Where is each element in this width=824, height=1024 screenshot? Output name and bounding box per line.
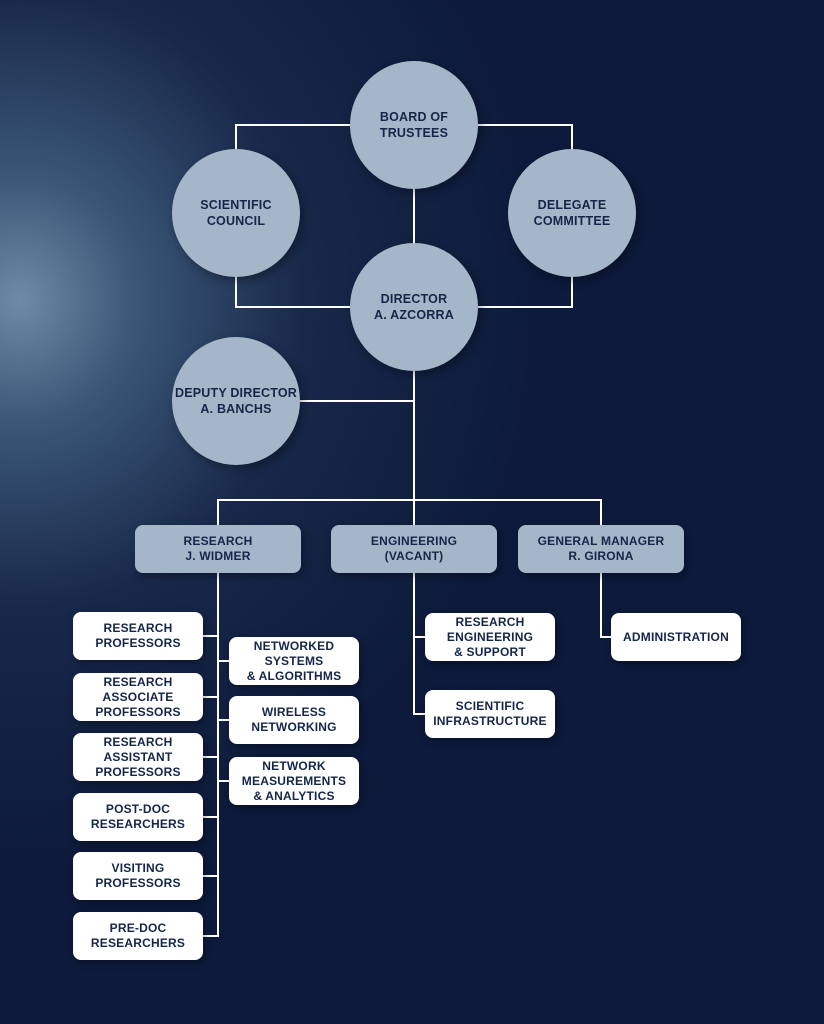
networked-systems-label-line: SYSTEMS [264,653,324,668]
research-professors-label-line: PROFESSORS [95,636,181,650]
delegate-committee-circle: DELEGATE COMMITTEE [508,149,636,277]
network-measurements-label-line: MEASUREMENTS [241,773,347,788]
research-engineering-support-label-line: & SUPPORT [454,644,526,659]
engineering-label-line: ENGINEERING [370,534,458,548]
scientific-council-label-line: COUNCIL [206,214,266,228]
connector-director-to-research [217,499,414,525]
research-assistant-professors-label-line: RESEARCH [103,734,173,749]
director-label-line: DIRECTOR [380,292,448,306]
administration-box: ADMINISTRATION [611,613,741,661]
board-label-line: TRUSTEES [379,126,449,140]
pre-doc-researchers-label-line: RESEARCHERS [90,936,186,950]
research-associate-professors-label-line: RESEARCH [103,674,173,689]
post-doc-researchers-label-line: POST-DOC [105,802,171,816]
visiting-professors-label-line: VISITING [111,861,165,875]
research-engineering-support-label-line: ENGINEERING [446,629,534,644]
research-label-line: RESEARCH [183,534,253,548]
post-doc-researchers-label-line: RESEARCHERS [90,817,186,831]
board-circle: BOARD OF TRUSTEES [350,61,478,189]
scientific-infrastructure-label-line: INFRASTRUCTURE [433,714,547,728]
connector-scientific-council-to-director [235,277,350,308]
research-engineering-support-label-line: RESEARCH [455,614,525,629]
research-label-line: J. WIDMER [185,549,251,563]
deputy-director-label-line: DEPUTY DIRECTOR [174,386,297,400]
research-assistant-professors-label-line: ASSISTANT [103,749,173,764]
wireless-networking-label-line: WIRELESS [261,705,327,719]
research-associate-professors-label-line: ASSOCIATE [102,689,174,704]
general-manager-label-line: R. GIRONA [568,549,634,563]
deputy-director-circle: DEPUTY DIRECTOR A. BANCHS [172,337,300,465]
research-assistant-professors-label-line: PROFESSORS [95,764,181,779]
director-circle: DIRECTOR A. AZCORRA [350,243,478,371]
connector-board-to-scientific-council [235,124,350,149]
wireless-networking-label-line: NETWORKING [251,720,337,734]
connector-board-to-delegate-committee [478,124,573,149]
connector-research-to-pre-doc-researchers [203,573,219,937]
visiting-professors-label-line: PROFESSORS [95,876,181,890]
board-label-line: BOARD OF [379,110,449,124]
engineering-unit: ENGINEERING(VACANT) [331,525,497,573]
engineering-label-line: (VACANT) [384,549,444,563]
delegate-committee-label-line: COMMITTEE [533,214,611,228]
scientific-council-circle: SCIENTIFIC COUNCIL [172,149,300,277]
research-associate-professors-label-line: PROFESSORS [95,704,181,719]
deputy-director-label-line: A. BANCHS [200,402,272,416]
director-label-line: A. AZCORRA [373,308,454,322]
network-measurements-label-line: & ANALYTICS [253,788,335,803]
network-measurements-label-line: NETWORK [262,758,326,773]
scientific-infrastructure-label-line: SCIENTIFIC [455,699,525,713]
scientific-council-label-line: SCIENTIFIC [200,198,272,212]
networked-systems-label-line: NETWORKED [253,638,335,653]
delegate-committee-label-line: DELEGATE [537,198,607,212]
administration-label-line: ADMINISTRATION [623,629,729,644]
networked-systems-label-line: & ALGORITHMS [246,668,342,683]
connector-director-to-general-manager [414,499,602,525]
connector-engineering-to-scientific-infrastructure [413,573,425,715]
connector-director-to-deputy-director [300,371,415,402]
connector-delegate-committee-to-director [478,277,573,308]
general-manager-label-line: GENERAL MANAGER [537,534,665,548]
pre-doc-researchers-label-line: PRE-DOC [109,921,167,935]
research-professors-label-line: RESEARCH [103,621,173,635]
connector-general-manager-to-administration [600,573,611,638]
